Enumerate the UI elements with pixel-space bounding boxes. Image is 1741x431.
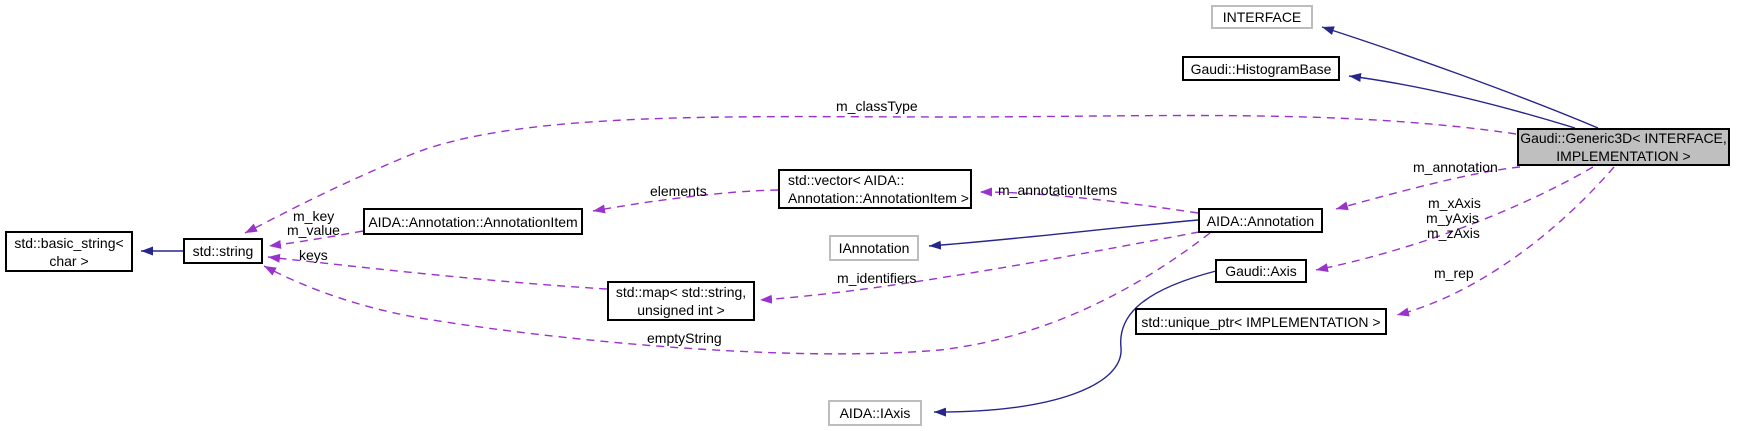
edge-label-m-classtype: m_classType xyxy=(836,98,918,114)
node-generic3d-line2: IMPLEMENTATION > xyxy=(1556,148,1691,164)
node-string[interactable]: std::string xyxy=(183,238,263,264)
edge-label-m-rep: m_rep xyxy=(1434,265,1474,281)
node-axis[interactable]: Gaudi::Axis xyxy=(1215,259,1307,283)
node-map[interactable]: std::map< std::string, unsigned int > xyxy=(607,281,755,321)
edge-annotation-to-iannotation xyxy=(928,219,1199,250)
node-generic3d[interactable]: Gaudi::Generic3D< INTERFACE, IMPLEMENTAT… xyxy=(1517,128,1730,166)
edge-label-m-annotationitems: m_annotationItems xyxy=(998,182,1118,198)
edge-label-m-yaxis: m_yAxis xyxy=(1426,210,1479,226)
node-annotation-label: AIDA::Annotation xyxy=(1206,212,1315,229)
node-annotation[interactable]: AIDA::Annotation xyxy=(1198,208,1323,233)
edge-generic3d-to-histogrambase xyxy=(1348,73,1576,129)
node-interface-label: INTERFACE xyxy=(1222,9,1302,25)
node-basic-string-line1: std::basic_string< xyxy=(14,234,124,251)
edge-label-m-value: m_value xyxy=(287,222,340,238)
edge-label-m-zaxis: m_zAxis xyxy=(1427,225,1480,241)
edge-m-classtype xyxy=(244,114,1517,234)
edge-m-identifiers xyxy=(759,231,1200,304)
edge-label-keys: keys xyxy=(299,247,328,263)
node-unique-ptr-label: std::unique_ptr< IMPLEMENTATION > xyxy=(1141,313,1381,330)
node-unique-ptr[interactable]: std::unique_ptr< IMPLEMENTATION > xyxy=(1135,308,1387,335)
node-histogram-base-label: Gaudi::HistogramBase xyxy=(1190,60,1332,77)
edge-m-rep xyxy=(1396,166,1615,317)
edge-label-elements: elements xyxy=(650,183,707,199)
node-histogram-base[interactable]: Gaudi::HistogramBase xyxy=(1182,56,1340,81)
node-generic3d-line1: Gaudi::Generic3D< INTERFACE, xyxy=(1520,130,1727,146)
node-iannotation[interactable]: IAnnotation xyxy=(829,235,919,261)
edge-m-annotationitems xyxy=(979,187,1199,214)
node-vector-line2: Annotation::AnnotationItem > xyxy=(788,190,969,206)
edge-axis-to-iaxis xyxy=(933,270,1217,417)
node-vector[interactable]: std::vector< AIDA:: Annotation::Annotati… xyxy=(778,169,972,209)
node-annotation-item-label: AIDA::Annotation::AnnotationItem xyxy=(368,213,578,230)
node-basic-string[interactable]: std::basic_string< char > xyxy=(5,231,133,272)
edge-label-m-xaxis: m_xAxis xyxy=(1428,195,1481,211)
edge-label-emptystring: emptyString xyxy=(647,330,722,346)
node-map-line1: std::map< std::string, xyxy=(615,284,747,300)
node-interface[interactable]: INTERFACE xyxy=(1211,5,1313,29)
edge-label-m-key: m_key xyxy=(293,208,335,224)
edge-m-annotation xyxy=(1335,166,1521,211)
edge-label-m-annotation: m_annotation xyxy=(1413,159,1498,175)
node-iaxis-label: AIDA::IAxis xyxy=(839,405,911,421)
edge-m-key-m-value xyxy=(268,230,364,249)
edge-elements xyxy=(592,189,779,214)
edge-generic3d-to-interface xyxy=(1321,26,1599,129)
node-annotation-item[interactable]: AIDA::Annotation::AnnotationItem xyxy=(363,208,583,235)
node-map-line2: unsigned int > xyxy=(637,302,725,318)
node-axis-label: Gaudi::Axis xyxy=(1225,263,1297,279)
edge-emptystring xyxy=(263,232,1211,355)
edge-keys xyxy=(267,253,608,290)
node-vector-line1: std::vector< AIDA:: xyxy=(788,172,905,188)
node-iannotation-label: IAnnotation xyxy=(838,240,910,256)
edge-label-m-identifiers: m_identifiers xyxy=(837,270,917,286)
node-string-label: std::string xyxy=(192,243,254,259)
node-basic-string-line2: char > xyxy=(49,252,89,269)
node-iaxis[interactable]: AIDA::IAxis xyxy=(828,400,922,426)
